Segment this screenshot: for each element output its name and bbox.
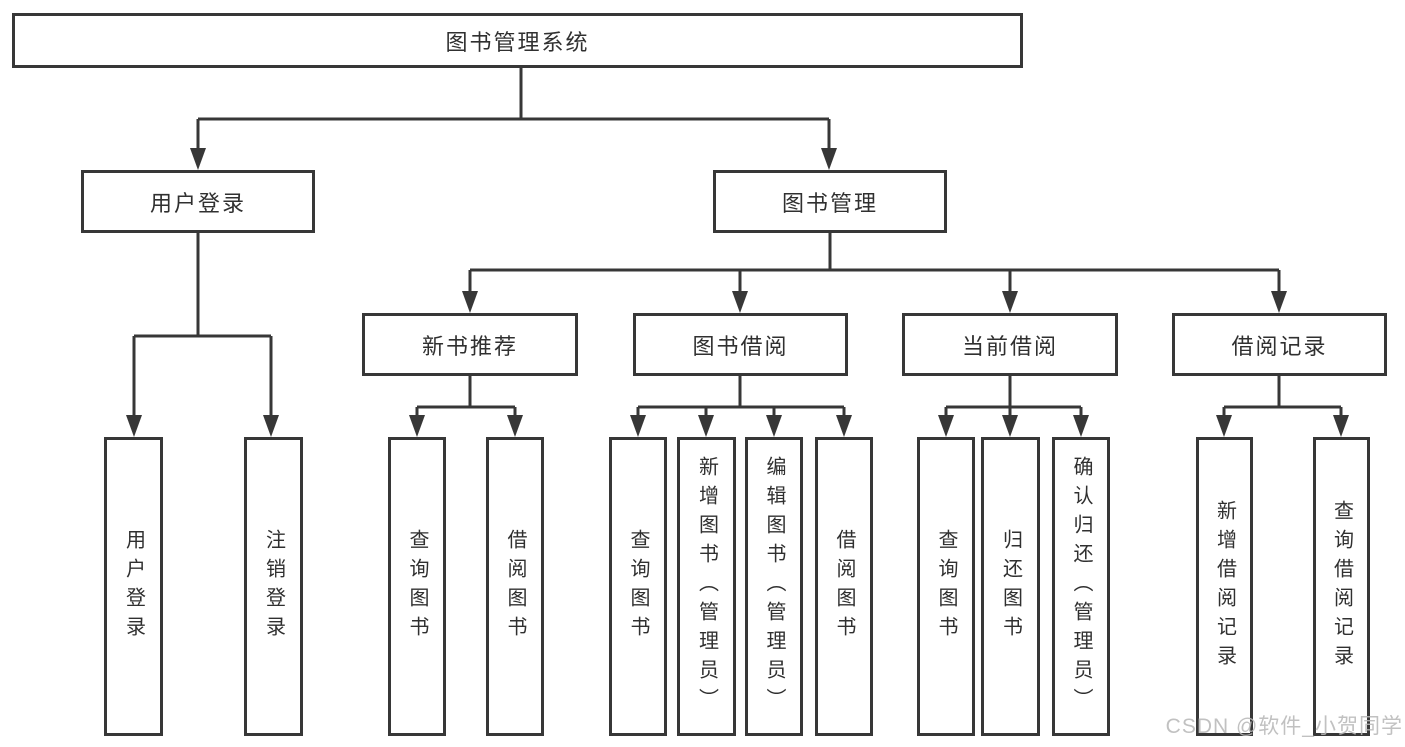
node-confirm-return-admin: 确认归还（管理员） xyxy=(1052,437,1110,736)
node-label-new-book-recommend: 新书推荐 xyxy=(421,333,518,359)
arrowhead-borrow-records xyxy=(1216,415,1232,437)
arrowhead-current-borrow xyxy=(1002,415,1018,437)
arrowhead-borrow-records xyxy=(1333,415,1349,437)
node-label-user-login-leaf: 用户登录 xyxy=(122,528,145,645)
node-borrow-books-recommend: 借阅图书 xyxy=(486,437,544,736)
connector-new-book-recommend xyxy=(415,376,517,423)
node-label-add-books-admin: 新增图书（管理员） xyxy=(695,456,718,717)
node-label-return-books: 归还图书 xyxy=(999,528,1022,645)
node-label-logout-leaf: 注销登录 xyxy=(262,528,285,645)
node-return-books: 归还图书 xyxy=(981,437,1040,736)
node-label-book-borrow: 图书借阅 xyxy=(692,333,789,359)
node-query-books-borrow: 查询图书 xyxy=(609,437,667,736)
node-label-edit-books-admin: 编辑图书（管理员） xyxy=(763,456,785,717)
node-label-borrow-books-recommend: 借阅图书 xyxy=(504,528,526,645)
node-label-add-borrow-record: 新增借阅记录 xyxy=(1213,499,1236,674)
node-book-management: 图书管理 xyxy=(713,170,947,233)
arrowhead-book-management xyxy=(732,291,748,313)
arrowhead-new-book-recommend xyxy=(507,415,523,437)
arrowhead-book-management xyxy=(1271,291,1287,313)
node-label-library-system: 图书管理系统 xyxy=(445,29,590,55)
node-book-borrow: 图书借阅 xyxy=(633,313,848,376)
watermark-text: CSDN @软件_小贺同学 xyxy=(1165,715,1403,738)
node-borrow-books-borrow: 借阅图书 xyxy=(815,437,873,736)
node-edit-books-admin: 编辑图书（管理员） xyxy=(745,437,803,736)
node-add-borrow-record: 新增借阅记录 xyxy=(1196,437,1253,736)
connector-user-login xyxy=(132,233,273,423)
arrowhead-book-borrow xyxy=(766,415,782,437)
arrowhead-user-login xyxy=(126,415,142,437)
node-logout-leaf: 注销登录 xyxy=(244,437,303,736)
node-library-system: 图书管理系统 xyxy=(12,13,1023,68)
arrowhead-current-borrow xyxy=(1073,415,1089,437)
node-query-books-current: 查询图书 xyxy=(917,437,975,736)
arrowhead-book-borrow xyxy=(836,415,852,437)
node-label-query-books-borrow: 查询图书 xyxy=(627,528,649,645)
node-user-login-leaf: 用户登录 xyxy=(104,437,163,736)
node-label-borrow-books-borrow: 借阅图书 xyxy=(833,528,855,645)
arrowhead-book-borrow xyxy=(630,415,646,437)
arrowhead-book-management xyxy=(462,291,478,313)
node-label-query-books-current: 查询图书 xyxy=(935,528,957,645)
arrowhead-book-borrow xyxy=(698,415,714,437)
node-label-current-borrow: 当前借阅 xyxy=(961,333,1058,359)
node-query-borrow-record: 查询借阅记录 xyxy=(1313,437,1370,736)
connector-library-system xyxy=(196,68,831,156)
arrowhead-library-system xyxy=(190,148,206,170)
arrowhead-book-management xyxy=(1002,291,1018,313)
node-add-books-admin: 新增图书（管理员） xyxy=(677,437,736,736)
node-query-books-recommend: 查询图书 xyxy=(388,437,446,736)
node-label-borrow-records: 借阅记录 xyxy=(1231,333,1328,359)
arrowhead-current-borrow xyxy=(938,415,954,437)
node-new-book-recommend: 新书推荐 xyxy=(362,313,578,376)
node-borrow-records: 借阅记录 xyxy=(1172,313,1387,376)
node-current-borrow: 当前借阅 xyxy=(902,313,1118,376)
node-label-book-management: 图书管理 xyxy=(781,190,878,216)
node-user-login: 用户登录 xyxy=(81,170,315,233)
node-label-query-books-recommend: 查询图书 xyxy=(406,528,428,645)
node-label-user-login: 用户登录 xyxy=(149,190,246,216)
node-label-query-borrow-record: 查询借阅记录 xyxy=(1330,499,1353,674)
node-label-confirm-return-admin: 确认归还（管理员） xyxy=(1070,456,1092,717)
arrowhead-user-login xyxy=(263,415,279,437)
arrowhead-library-system xyxy=(821,148,837,170)
connector-borrow-records xyxy=(1222,376,1343,423)
arrowhead-new-book-recommend xyxy=(409,415,425,437)
connector-book-management xyxy=(468,233,1281,299)
